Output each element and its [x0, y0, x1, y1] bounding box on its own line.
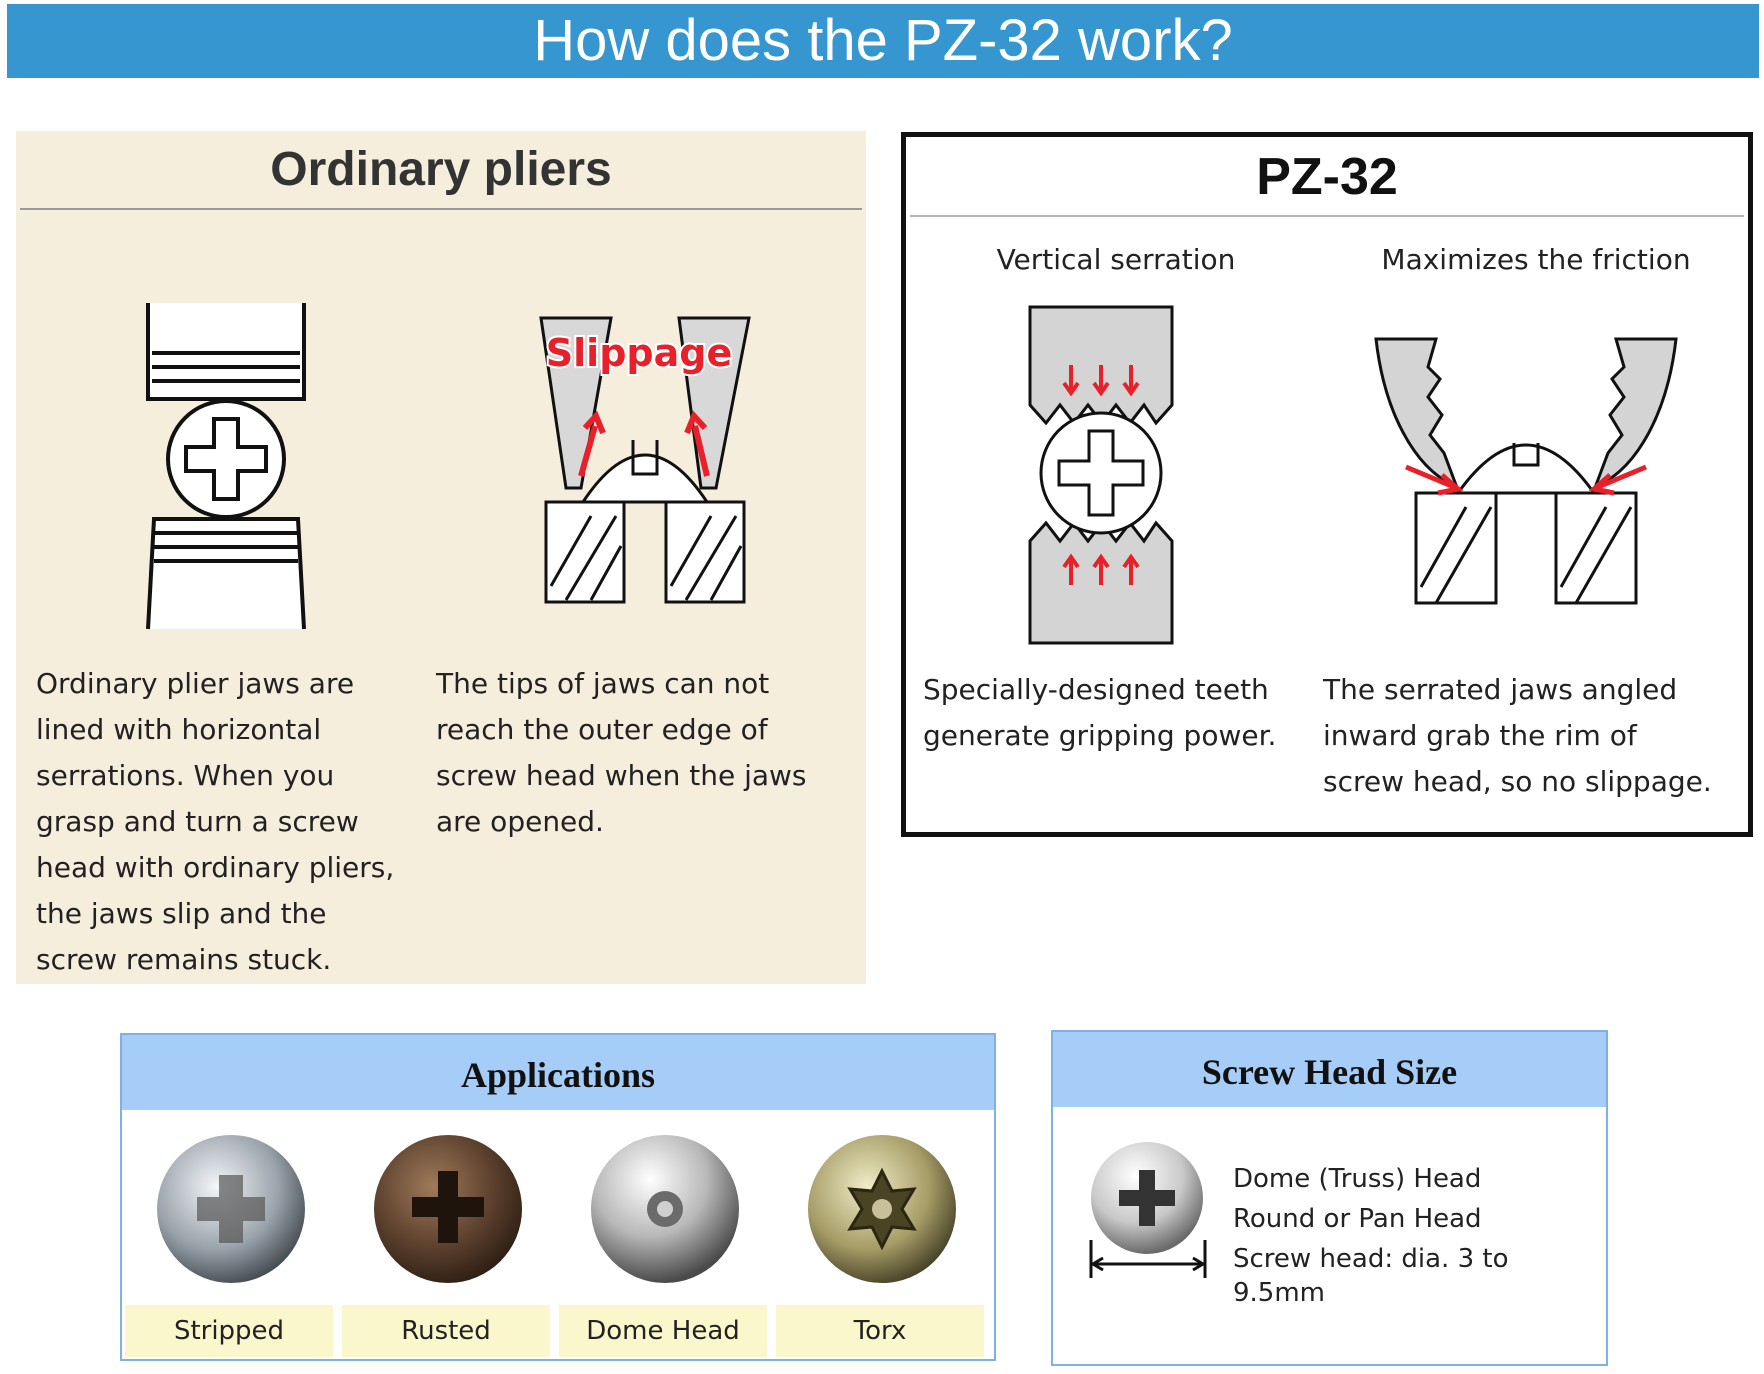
pz32-title: PZ-32 [1256, 148, 1398, 206]
screw-size-line-1: Dome (Truss) Head [1233, 1164, 1482, 1194]
stripped-screw-icon [157, 1135, 305, 1283]
application-item-torx: Torx [776, 1121, 984, 1357]
ordinary-description-right: The tips of jaws can not reach the outer… [436, 667, 807, 838]
slippage-label: Slippage [546, 331, 732, 375]
ordinary-pliers-title: Ordinary pliers [270, 143, 612, 196]
screw-head-size-box: Screw Head Size Dome (Truss) Head Round … [1051, 1030, 1608, 1366]
screw-size-line-2: Round or Pan Head [1233, 1204, 1482, 1234]
application-label: Dome Head [559, 1305, 767, 1357]
pz32-panel: PZ-32 Vertical serration Maximizes the f… [901, 132, 1753, 837]
horizontal-serration-diagram [146, 303, 306, 630]
application-item-dome-head: Dome Head [559, 1121, 767, 1357]
screw-head-size-title: Screw Head Size [1053, 1032, 1606, 1107]
pz32-title-divider [910, 215, 1744, 217]
application-label: Stripped [125, 1305, 333, 1357]
application-item-stripped: Stripped [125, 1121, 333, 1357]
application-item-rusted: Rusted [342, 1121, 550, 1357]
friction-diagram [1374, 337, 1678, 605]
ordinary-pliers-panel: Ordinary pliers Slippage [16, 131, 866, 984]
vertical-serration-heading: Vertical serration [996, 243, 1236, 276]
pz32-description-right: The serrated jaws angled inward grab the… [1323, 673, 1712, 798]
application-label: Rusted [342, 1305, 550, 1357]
screw-size-line-3: Screw head: dia. 3 to 9.5mm [1233, 1244, 1509, 1308]
page-banner-title: How does the PZ-32 work? [7, 4, 1759, 78]
rusted-screw-icon [374, 1135, 522, 1283]
screw-head-diameter-diagram [1089, 1142, 1207, 1278]
ordinary-title-divider [20, 208, 862, 210]
applications-box: Applications Stripped Rusted Dome Head [120, 1033, 996, 1361]
torx-screw-icon [808, 1135, 956, 1283]
maximizes-friction-heading: Maximizes the friction [1381, 243, 1691, 276]
ordinary-description-left: Ordinary plier jaws are lined with horiz… [36, 667, 395, 976]
vertical-serration-diagram [1028, 305, 1174, 645]
pz32-description-left: Specially-designed teeth generate grippi… [923, 673, 1277, 752]
dome-head-screw-icon [591, 1135, 739, 1283]
application-label: Torx [776, 1305, 984, 1357]
slippage-diagram: Slippage [539, 316, 751, 604]
applications-title: Applications [122, 1035, 994, 1110]
